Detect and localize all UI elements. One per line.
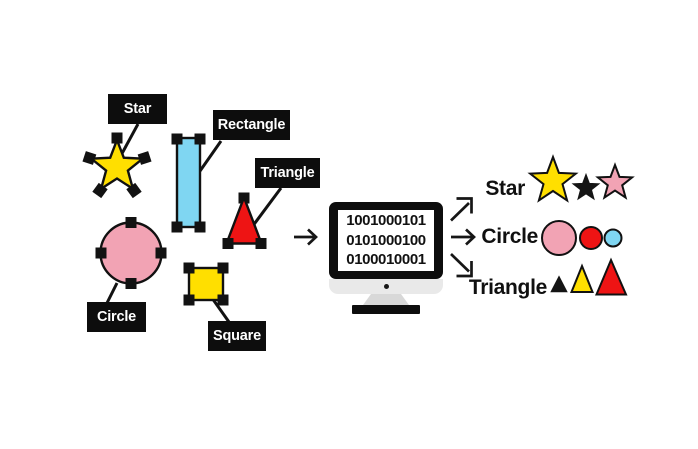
triangle-large-red [594, 257, 628, 296]
star-small-black [571, 172, 601, 201]
selection-handle [125, 278, 137, 289]
selection-handle [217, 294, 229, 306]
circle-large-pink [541, 220, 577, 256]
input-label-square: Square [208, 321, 266, 351]
circle-shape [99, 221, 163, 285]
output-label-circle: Circle [481, 225, 538, 248]
arrow-right-icon [451, 228, 476, 246]
input-label-triangle: Triangle [255, 158, 320, 188]
monitor-screen: 1001000101 0101000100 0100010001 [338, 210, 434, 271]
output-star-row-shapes [527, 154, 635, 203]
arrow-right-icon [294, 228, 318, 246]
square-shape [187, 266, 225, 302]
arrow-up-right-icon [450, 197, 473, 222]
input-label-rectangle: Rectangle [213, 110, 290, 140]
input-label-circle: Circle [87, 302, 146, 332]
arrow-down-right-icon [450, 253, 473, 278]
star-large-yellow [527, 154, 579, 203]
triangle-small-black [550, 275, 568, 293]
connector-line-square [210, 297, 231, 323]
output-circle-row-shapes [541, 220, 623, 256]
selection-handle [217, 262, 229, 274]
input-rectangle-shape [171, 133, 206, 233]
input-triangle-shape [222, 192, 267, 249]
output-label-triangle: Triangle [468, 276, 547, 299]
selection-handle [171, 133, 183, 145]
output-triangle-row-shapes [550, 257, 628, 296]
input-circle-shape [95, 217, 167, 289]
selection-handle [155, 247, 167, 259]
star-shape [88, 136, 146, 192]
input-label-star: Star [108, 94, 167, 124]
monitor-camera-dot [384, 284, 389, 289]
selection-handle [183, 262, 195, 274]
binary-code-line: 1001000101 [346, 212, 426, 230]
circle-medium-red [579, 226, 603, 250]
selection-handle [222, 238, 234, 249]
binary-code-line: 0101000100 [346, 231, 426, 249]
selection-handle [95, 247, 107, 259]
selection-handle [183, 294, 195, 306]
monitor-bezel [329, 279, 443, 294]
selection-handle [194, 221, 206, 233]
triangle-shape [224, 194, 264, 245]
input-star-shape [82, 132, 152, 199]
input-square-shape [183, 262, 229, 306]
selection-handle [125, 217, 137, 228]
binary-code-line: 0100010001 [346, 251, 426, 269]
connector-line-rectangle [198, 140, 223, 172]
triangle-medium-yellow [570, 263, 594, 293]
monitor-stand [363, 294, 409, 305]
monitor-base [352, 305, 420, 314]
connector-line-circle [105, 282, 119, 304]
rectangle-shape [175, 136, 202, 229]
star-medium-pink [595, 162, 635, 200]
selection-handle [194, 133, 206, 145]
selection-handle [255, 238, 267, 249]
connector-line-triangle [250, 187, 283, 228]
circle-small-blue [603, 228, 623, 248]
selection-handle [171, 221, 183, 233]
output-label-star: Star [485, 177, 525, 200]
